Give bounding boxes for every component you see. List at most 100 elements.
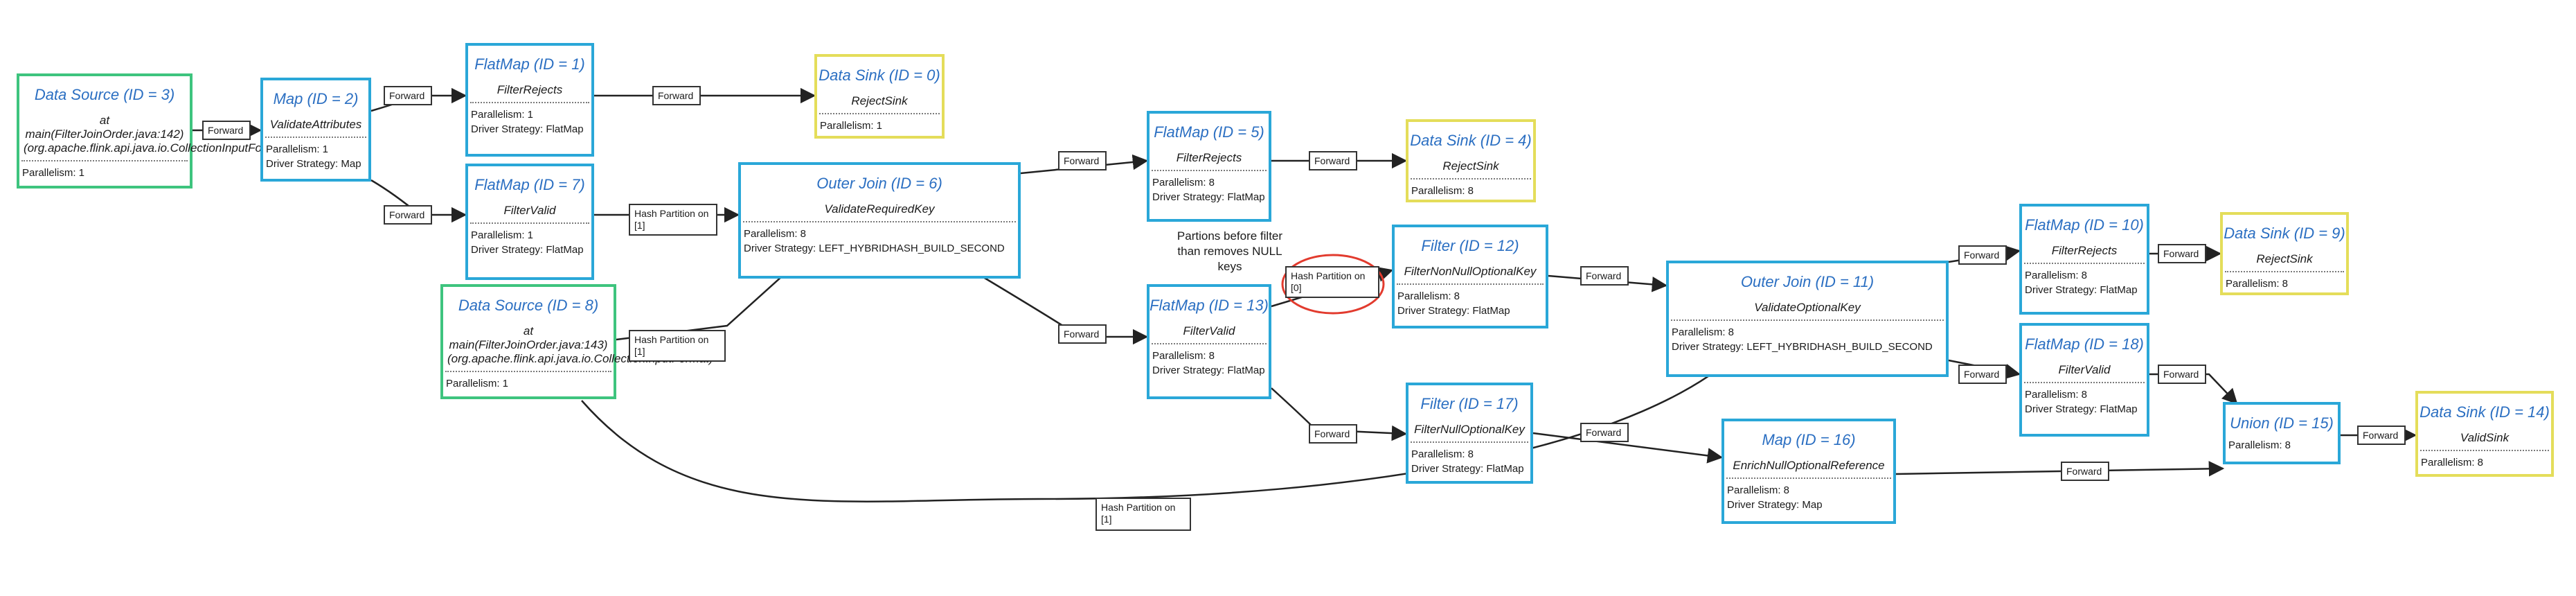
node-map-16[interactable]: Map (ID = 16) EnrichNullOptionalReferenc… [1721,419,1896,524]
node-data-sink-9[interactable]: Data Sink (ID = 9) RejectSink Parallelis… [2220,212,2349,295]
node-map-2[interactable]: Map (ID = 2) ValidateAttributes Parallel… [260,78,371,182]
node-flatmap-18[interactable]: FlatMap (ID = 18) FilterValid Parallelis… [2019,323,2149,437]
node-driver-strategy: Driver Strategy: FlatMap [471,123,584,135]
node-parallelism: Parallelism: 1 [820,120,883,132]
edge-label-forward: Forward [202,121,251,140]
node-parallelism: Parallelism: 8 [2226,278,2289,290]
node-title: Data Sink (ID = 9) [2224,225,2345,242]
node-driver-strategy: Driver Strategy: FlatMap [1411,463,1524,475]
divider [445,371,611,372]
node-driver-strategy: Driver Strategy: FlatMap [471,244,584,256]
node-operator: ValidSink [2460,431,2510,444]
node-parallelism: Parallelism: 8 [2228,439,2291,451]
node-operator: at main(FilterJoinOrder.java:142) (org.a… [24,114,289,155]
node-title: Data Sink (ID = 4) [1410,132,1532,149]
divider [1411,178,1531,179]
divider [819,113,940,114]
node-operator: ValidateRequiredKey [824,202,935,216]
node-data-source-8[interactable]: Data Source (ID = 8) at main(FilterJoinO… [440,284,713,399]
node-driver-strategy: Driver Strategy: FlatMap [1397,305,1510,317]
node-parallelism: Parallelism: 8 [744,228,807,240]
divider [1152,170,1267,171]
node-flatmap-7[interactable]: FlatMap (ID = 7) FilterValid Parallelism… [465,164,594,280]
edge-label-forward: Forward [1058,324,1107,344]
node-driver-strategy: Driver Strategy: Map [1727,499,1823,511]
node-parallelism: Parallelism: 1 [22,167,85,179]
edge-label-forward: Forward [1958,365,2007,384]
edge-label-hash-partition: Hash Partition on [1] [629,330,726,362]
edge-label-forward: Forward [2158,365,2206,384]
divider [1411,441,1528,443]
node-operator: EnrichNullOptionalReference [1733,459,1885,472]
node-flatmap-5[interactable]: FlatMap (ID = 5) FilterRejects Paralleli… [1147,111,1271,222]
node-parallelism: Parallelism: 1 [446,378,509,389]
divider [1726,477,1891,479]
node-parallelism: Parallelism: 8 [2421,457,2484,468]
node-filter-17[interactable]: Filter (ID = 17) FilterNullOptionalKey P… [1406,383,1533,484]
node-parallelism: Parallelism: 8 [1411,448,1474,460]
node-title: FlatMap (ID = 5) [1154,123,1264,141]
node-operator: FilterNonNullOptionalKey [1404,265,1537,278]
annotation-highlight-ellipse [1281,254,1385,315]
node-outer-join-11[interactable]: Outer Join (ID = 11) ValidateOptionalKey… [1666,261,1949,377]
node-data-sink-14[interactable]: Data Sink (ID = 14) ValidSink Parallelis… [2415,391,2554,477]
node-flatmap-13[interactable]: FlatMap (ID = 13) FilterValid Parallelis… [1147,284,1271,399]
node-parallelism: Parallelism: 1 [471,229,534,241]
divider [470,102,589,103]
edge-label-forward: Forward [1580,266,1629,286]
node-parallelism: Parallelism: 8 [1152,177,1215,189]
edge-ds8-oj11 [581,345,1746,502]
divider [2225,271,2344,272]
node-flatmap-10[interactable]: FlatMap (ID = 10) FilterRejects Parallel… [2019,204,2149,315]
node-title: Outer Join (ID = 6) [816,175,942,192]
node-driver-strategy: Driver Strategy: FlatMap [2025,403,2138,415]
node-parallelism: Parallelism: 8 [2025,270,2088,281]
divider [2024,382,2145,383]
node-operator: ValidateOptionalKey [1754,301,1861,314]
node-title: Union (ID = 15) [2230,414,2334,432]
node-parallelism: Parallelism: 1 [266,143,329,155]
node-title: Filter (ID = 12) [1421,237,1519,254]
edge-f17-map16 [1532,432,1724,464]
node-data-source-3[interactable]: Data Source (ID = 3) at main(FilterJoinO… [17,73,289,189]
node-title: FlatMap (ID = 1) [474,55,585,73]
node-data-sink-4[interactable]: Data Sink (ID = 4) RejectSink Parallelis… [1406,119,1536,202]
edge-label-hash-partition: Hash Partition on [1] [629,204,717,236]
node-operator: RejectSink [2256,252,2313,265]
edge-label-hash-partition: Hash Partition on [1] [1095,498,1191,531]
edge-label-forward: Forward [384,86,432,105]
divider [1397,283,1544,285]
edge-label-hash-partition: Hash Partition on [0] [1285,266,1379,298]
node-driver-strategy: Driver Strategy: LEFT_HYBRIDHASH_BUILD_S… [1672,341,1933,353]
node-data-sink-0[interactable]: Data Sink (ID = 0) RejectSink Parallelis… [814,54,945,139]
node-operator: RejectSink [851,94,908,107]
divider [265,137,366,138]
node-driver-strategy: Driver Strategy: Map [266,158,361,170]
node-driver-strategy: Driver Strategy: FlatMap [2025,284,2138,296]
node-filter-12[interactable]: Filter (ID = 12) FilterNonNullOptionalKe… [1392,225,1548,328]
node-operator: FilterValid [2058,363,2111,376]
divider [2420,450,2549,451]
node-union-15[interactable]: Union (ID = 15) Parallelism: 8 [2223,402,2341,464]
node-operator: ValidateAttributes [269,118,362,131]
node-outer-join-6[interactable]: Outer Join (ID = 6) ValidateRequiredKey … [738,162,1021,279]
edge-label-forward: Forward [1958,245,2007,265]
divider [1671,319,1944,321]
divider [2024,263,2145,264]
divider [21,160,188,161]
node-operator: at main(FilterJoinOrder.java:143) (org.a… [447,324,713,365]
edge-label-forward: Forward [384,205,432,225]
divider [1152,343,1267,344]
node-title: Map (ID = 2) [273,90,359,107]
edge-label-forward: Forward [2061,462,2109,481]
edge-label-forward: Forward [1058,151,1107,170]
node-driver-strategy: Driver Strategy: FlatMap [1152,191,1265,203]
node-flatmap-1[interactable]: FlatMap (ID = 1) FilterRejects Paralleli… [465,43,594,157]
node-title: FlatMap (ID = 18) [2025,335,2144,353]
node-title: Data Source (ID = 8) [458,297,599,314]
node-parallelism: Parallelism: 1 [471,109,534,121]
node-operator: FilterNullOptionalKey [1414,423,1525,436]
edge-label-forward: Forward [2158,244,2206,263]
node-operator: FilterValid [1183,324,1235,338]
node-operator: FilterRejects [497,83,563,96]
